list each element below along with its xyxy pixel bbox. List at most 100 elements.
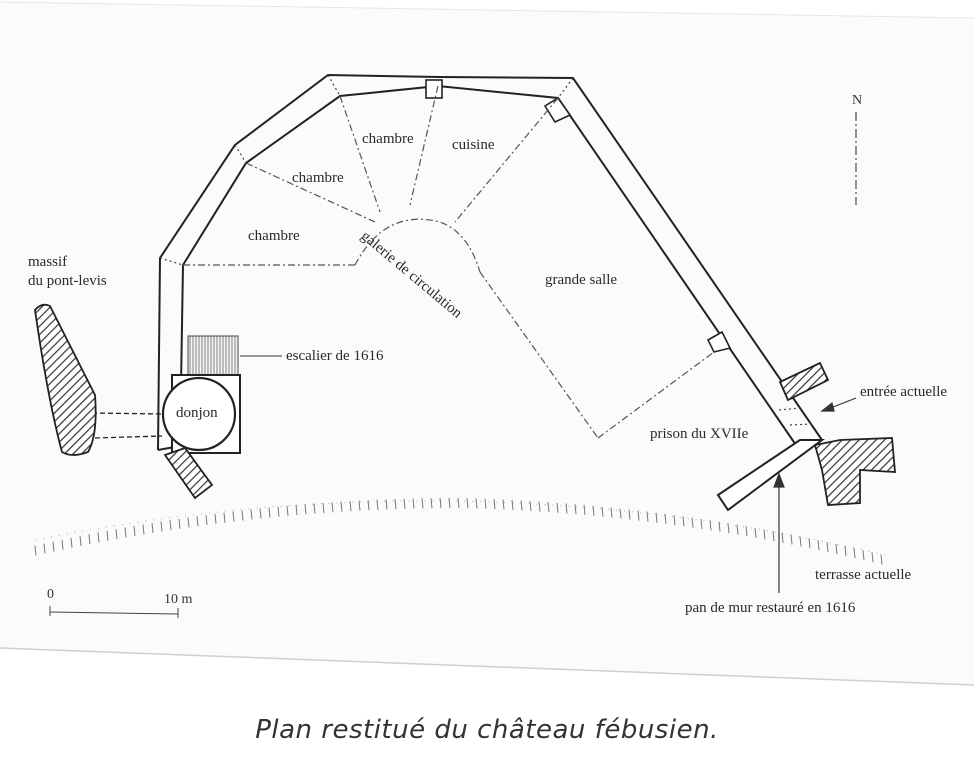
terrace-tick: [376, 499, 379, 510]
terrace-tick: [61, 539, 64, 550]
terrace-tick: [637, 510, 640, 521]
pan-de-mur-arrow: [773, 472, 785, 593]
drawbridge-passage: [91, 412, 164, 439]
label-pont-levis: du pont-levis: [28, 273, 107, 289]
north-indicator: N: [852, 93, 863, 108]
terrace-tick: [403, 498, 406, 509]
terrace-tick: [70, 537, 73, 548]
label-terrasse-actuelle: terrasse actuelle: [815, 567, 912, 583]
figure-caption: Plan restitué du château fébusien.: [255, 715, 719, 745]
label-cuisine: cuisine: [452, 137, 495, 153]
notch-northeast: [543, 96, 572, 124]
terrace-tick: [808, 538, 811, 549]
terrace-tick: [367, 500, 370, 511]
terrace-tick: [43, 543, 46, 554]
terrace-tick: [349, 501, 352, 512]
terrace-line: [34, 500, 886, 556]
terrace-tick: [259, 508, 262, 519]
terrace-tick: [313, 503, 316, 514]
label-chambre-middle: chambre: [292, 170, 344, 186]
terrace-tick: [394, 499, 397, 510]
pan-de-mur-wall: [716, 439, 826, 512]
terrace-tick: [817, 540, 820, 551]
terrace-tick: [718, 521, 721, 532]
terrace-tick: [331, 502, 334, 513]
terrace-tick: [790, 534, 793, 545]
label-pan-de-mur: pan de mur restauré en 1616: [685, 600, 856, 616]
terrace-tick: [115, 529, 118, 540]
terrace-tick: [304, 504, 307, 515]
wall-notches: [425, 79, 732, 353]
label-escalier-1616: escalier de 1616: [286, 348, 384, 364]
wall-outer-line: [157, 73, 823, 451]
terrace-tick: [439, 498, 442, 509]
terrace-tick: [448, 497, 451, 509]
label-prison: prison du XVIIe: [650, 426, 749, 442]
terrace-tick: [601, 506, 604, 517]
terrace-tick: [268, 507, 271, 518]
notch-east: [706, 330, 732, 353]
terrace-tick: [133, 525, 136, 536]
label-chambre-north: chambre: [362, 131, 414, 147]
terrace-tick: [466, 498, 469, 509]
terrace-tick: [97, 532, 100, 543]
terrace-tick: [583, 504, 586, 516]
terrace-tick: [619, 508, 622, 519]
terrace-tick: [655, 512, 658, 523]
entrance-west-masonry: [778, 361, 830, 402]
terrace-tick: [709, 520, 712, 531]
terrace-tick: [853, 548, 856, 559]
terrace-tick: [358, 500, 361, 511]
terrace-tick: [520, 500, 523, 511]
wall-joints: [159, 74, 813, 426]
scale-zero-label: 0: [47, 587, 54, 602]
terrace-tick: [340, 501, 343, 512]
terrace-tick: [34, 545, 37, 556]
terrace-tick: [277, 506, 280, 517]
terrace-tick: [232, 511, 235, 522]
terrace-tick: [673, 515, 676, 526]
scale-ten-label: 10 m: [164, 592, 193, 607]
terrace-tick: [124, 527, 127, 538]
terrace-tick: [592, 505, 595, 516]
entrance-arrow: [820, 397, 857, 412]
terrace-tick: [187, 517, 190, 528]
label-massif: massif: [28, 254, 68, 270]
terrace-tick: [781, 532, 784, 543]
donjon-tower: [161, 374, 241, 454]
terrace-tick: [286, 505, 289, 516]
terrace-tick: [835, 543, 838, 555]
terrace-tick: [565, 503, 568, 514]
terrace-ticks: [34, 497, 883, 565]
interior-partitions: [183, 85, 715, 439]
terrace-tick: [241, 510, 244, 521]
label-grande-salle: grande salle: [545, 272, 618, 288]
terrace-tick: [574, 504, 577, 515]
terrace-tick: [763, 529, 766, 540]
terrace-tick: [385, 499, 388, 510]
terrace-tick: [421, 498, 424, 509]
terrace-tick: [79, 535, 82, 547]
terrace-tick: [691, 517, 694, 528]
terrace-tick: [205, 514, 208, 526]
terrace-tick: [799, 536, 802, 547]
terrace-tick: [295, 505, 298, 516]
terrace-tick: [664, 513, 667, 524]
massif-pont-levis-masonry: [34, 303, 97, 456]
terrace-tick: [646, 511, 649, 522]
terrace-tick: [106, 530, 109, 541]
terrace-tick: [871, 552, 874, 563]
terrace-tick: [754, 527, 757, 538]
label-entree-actuelle: entrée actuelle: [860, 384, 948, 400]
terrace-tick: [727, 523, 730, 534]
terrace-tick: [628, 509, 631, 520]
terrace-tick: [430, 498, 433, 509]
terrace-tick: [493, 499, 496, 510]
terrace-tick: [880, 554, 883, 565]
terrace-tick: [610, 507, 613, 518]
enclosure-wall: [157, 73, 823, 451]
terrace-tick: [502, 499, 505, 510]
terrace-tick: [745, 526, 748, 537]
terrace-tick: [529, 500, 532, 511]
